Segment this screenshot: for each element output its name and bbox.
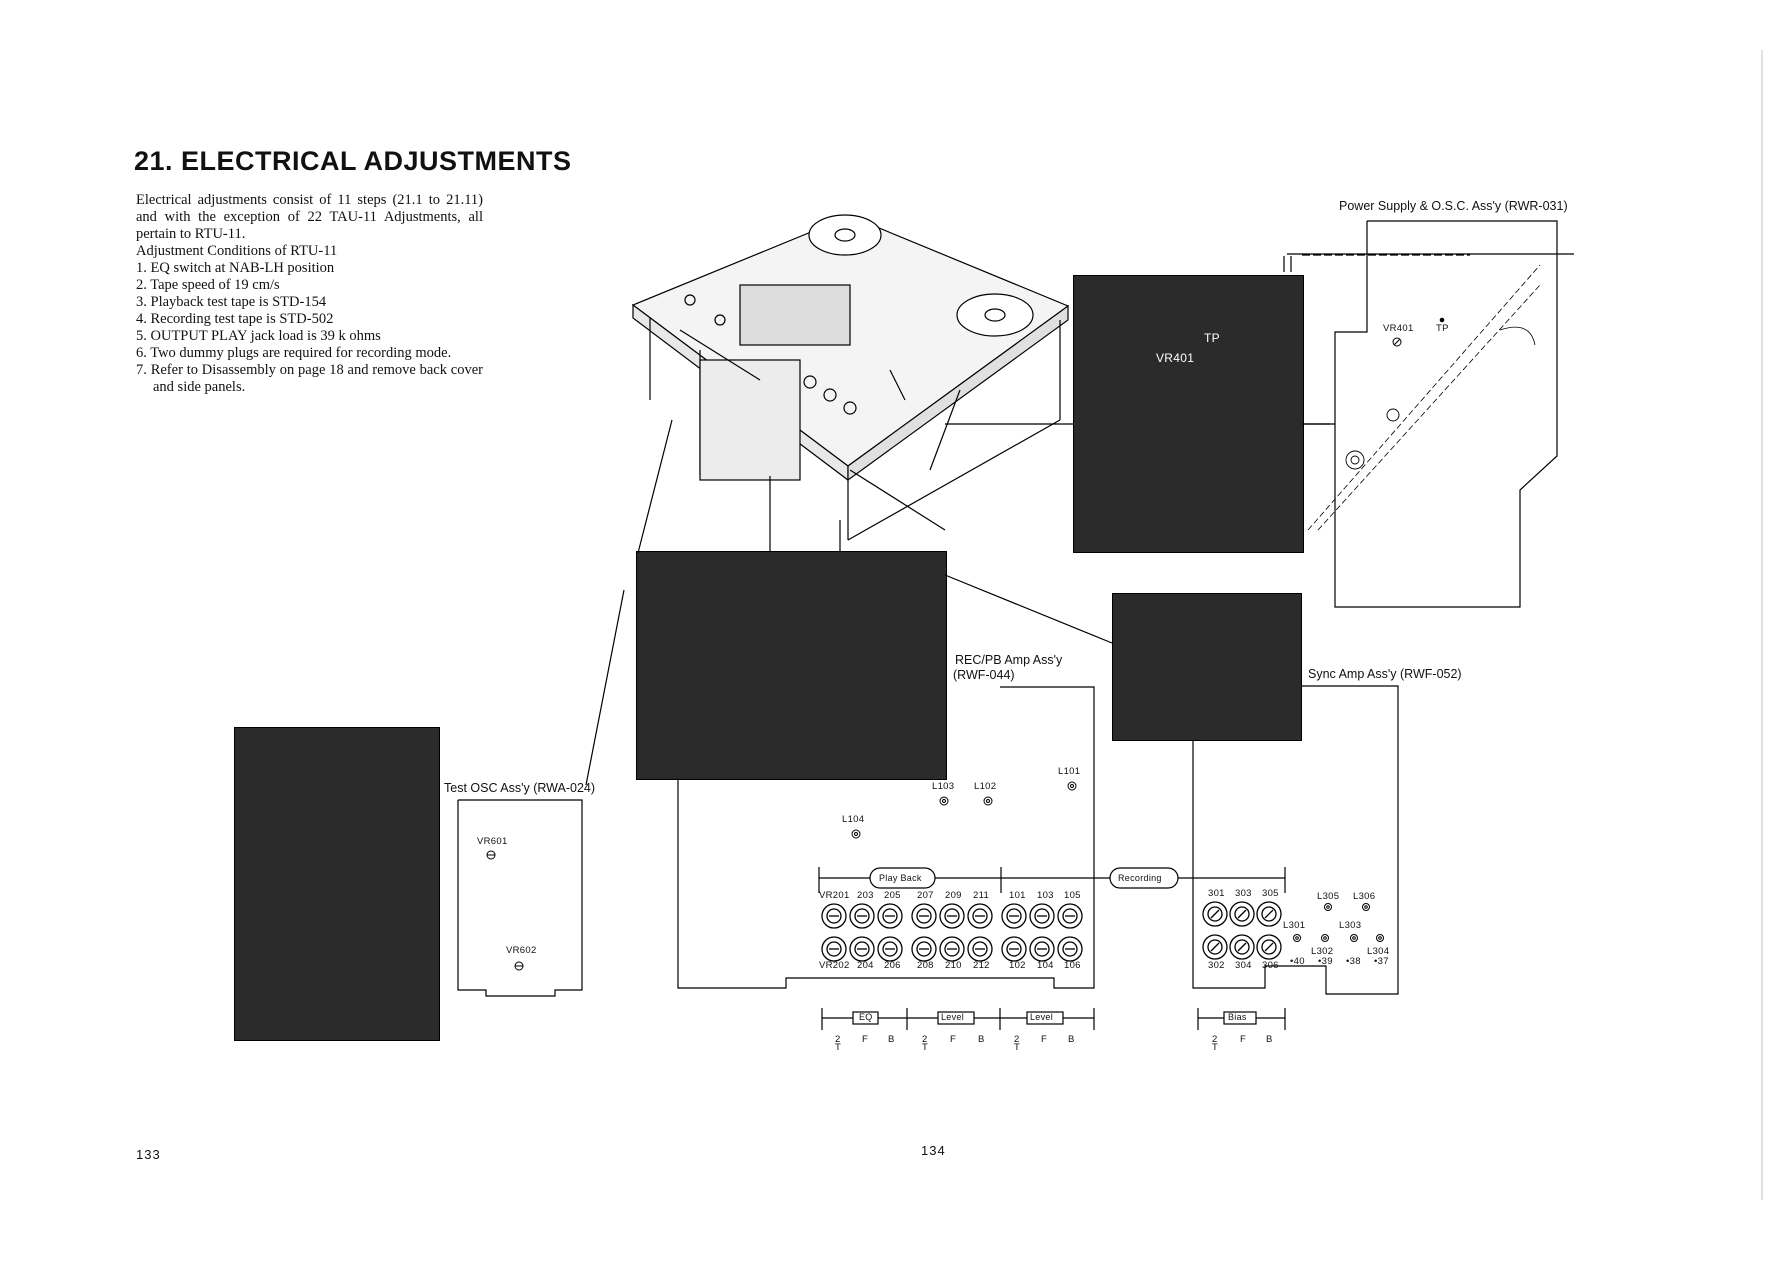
- pot-label: 211: [973, 890, 990, 901]
- label-vr401: VR401: [1383, 323, 1414, 334]
- pot-label: 209: [945, 890, 962, 901]
- pot-label: 205: [884, 890, 901, 901]
- legend-t: T: [835, 1042, 842, 1053]
- condition-item: 3. Playback test tape is STD-154: [136, 294, 327, 310]
- trimmer-pot-slot: [1237, 942, 1247, 952]
- pot-label: 103: [1037, 890, 1054, 901]
- pot-label: 101: [1009, 890, 1026, 901]
- photo-label-vr401: VR401: [1156, 351, 1195, 365]
- pot-label: 302: [1208, 960, 1225, 971]
- photo-power-supply-board: VR401 TP: [1073, 275, 1304, 553]
- pot-label: 203: [857, 890, 874, 901]
- trimmer-pot-slot: [1210, 942, 1220, 952]
- trimmer-pot-slot: [1264, 909, 1274, 919]
- condition-item: 1. EQ switch at NAB-LH position: [136, 260, 335, 276]
- pot-label: 105: [1064, 890, 1081, 901]
- legend-f: F: [950, 1034, 957, 1045]
- pot-label: 301: [1208, 888, 1225, 899]
- label-l101: L101: [1058, 766, 1081, 777]
- test-point-39: •39: [1318, 956, 1333, 967]
- legend-b: B: [978, 1034, 985, 1045]
- page-number-right: 134: [921, 1143, 946, 1158]
- label-rec-pb-assy: REC/PB Amp Ass'y: [955, 653, 1063, 667]
- label-play-back: Play Back: [879, 873, 922, 883]
- condition-item: 4. Recording test tape is STD-502: [136, 311, 334, 327]
- intro-paragraph: Electrical adjustments consist of 11 ste…: [136, 192, 483, 242]
- photo-label-tp: TP: [1204, 331, 1220, 345]
- label-l302: L302: [1311, 946, 1334, 957]
- conditions-title: Adjustment Conditions of RTU-11: [136, 243, 338, 259]
- pot-label: 208: [917, 960, 934, 971]
- legend-bias: Bias: [1228, 1012, 1247, 1022]
- tape-deck-illustration: [631, 214, 1070, 541]
- trimmer-pot-slot: [1210, 909, 1220, 919]
- trimmer-pot-slot: [1237, 909, 1247, 919]
- pot-label: 206: [884, 960, 901, 971]
- label-sync-amp-assy: Sync Amp Ass'y (RWF-052): [1308, 667, 1462, 681]
- pot-label: 210: [945, 960, 962, 971]
- label-l306: L306: [1353, 891, 1376, 902]
- condition-item: 7. Refer to Disassembly on page 18 and r…: [136, 362, 483, 395]
- label-vr602: VR602: [506, 945, 537, 956]
- legend-b: B: [1266, 1034, 1273, 1045]
- legend-t: T: [922, 1042, 929, 1053]
- legend-b: B: [888, 1034, 895, 1045]
- label-vr601: VR601: [477, 836, 508, 847]
- pot-label: 106: [1064, 960, 1081, 971]
- label-rec-pb-assy-code: (RWF-044): [953, 668, 1015, 682]
- label-l305: L305: [1317, 891, 1340, 902]
- label-l103: L103: [932, 781, 955, 792]
- pot-label: 102: [1009, 960, 1026, 971]
- pot-label: 304: [1235, 960, 1252, 971]
- legend-eq: EQ: [859, 1012, 873, 1022]
- legend-2: 2: [835, 1034, 841, 1045]
- pot-label: 104: [1037, 960, 1054, 971]
- label-l303: L303: [1339, 920, 1362, 931]
- label-test-osc-assy: Test OSC Ass'y (RWA-024): [444, 781, 596, 795]
- legend-level-1: Level: [941, 1012, 965, 1022]
- legend-t: T: [1212, 1042, 1219, 1053]
- legend-b: B: [1068, 1034, 1075, 1045]
- trimmer-pot-slot: [1264, 942, 1274, 952]
- page-title: 21. ELECTRICAL ADJUSTMENTS: [134, 146, 572, 176]
- photo-test-osc-board: [234, 727, 440, 1041]
- label-tp: TP: [1436, 323, 1449, 334]
- condition-item: 6. Two dummy plugs are required for reco…: [136, 345, 452, 361]
- legend-f: F: [862, 1034, 869, 1045]
- legend-level-2: Level: [1030, 1012, 1054, 1022]
- label-l304: L304: [1367, 946, 1390, 957]
- legend-2: 2: [1014, 1034, 1020, 1045]
- page-number-left: 133: [136, 1147, 161, 1162]
- test-point-40: •40: [1290, 956, 1305, 967]
- test-point-37: •37: [1374, 956, 1389, 967]
- pot-label: 305: [1262, 888, 1279, 899]
- legend-f: F: [1041, 1034, 1048, 1045]
- pot-label: 204: [857, 960, 874, 971]
- pot-label: 306: [1262, 960, 1279, 971]
- photo-sync-amp-board: [1112, 593, 1302, 741]
- legend-t: T: [1014, 1042, 1021, 1053]
- intro-text: Electrical adjustments consist of 11 ste…: [136, 192, 483, 396]
- pot-label: 303: [1235, 888, 1252, 899]
- legend-f: F: [1240, 1034, 1247, 1045]
- pot-label: 212: [973, 960, 990, 971]
- legend-2: 2: [922, 1034, 928, 1045]
- label-l301: L301: [1283, 920, 1306, 931]
- label-l102: L102: [974, 781, 997, 792]
- condition-item: 5. OUTPUT PLAY jack load is 39 k ohms: [136, 328, 381, 344]
- test-point-38: •38: [1346, 956, 1361, 967]
- pot-label: VR202: [819, 960, 850, 971]
- photo-rec-pb-board: [636, 551, 947, 780]
- label-recording: Recording: [1118, 873, 1162, 883]
- legend-2: 2: [1212, 1034, 1218, 1045]
- pot-label: VR201: [819, 890, 850, 901]
- condition-item: 2. Tape speed of 19 cm/s: [136, 277, 280, 293]
- label-l104: L104: [842, 814, 865, 825]
- conditions-list: 1. EQ switch at NAB-LH position 2. Tape …: [136, 260, 483, 396]
- pot-label: 207: [917, 890, 934, 901]
- label-power-supply-assy: Power Supply & O.S.C. Ass'y (RWR-031): [1339, 199, 1568, 213]
